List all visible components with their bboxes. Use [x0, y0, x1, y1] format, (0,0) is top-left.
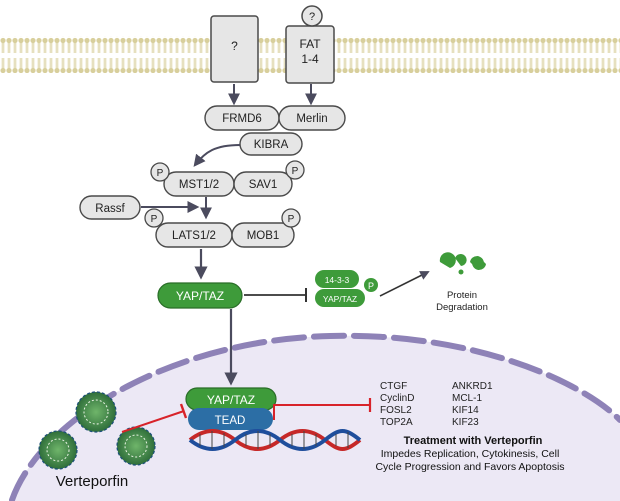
- verteporfin-molecule-1: [75, 391, 117, 433]
- degradation-label-line1: Protein: [447, 290, 477, 301]
- svg-text:MST1/2: MST1/2: [179, 179, 219, 191]
- unknown-receptor-label: ?: [231, 39, 238, 53]
- complex-yaptaz: YAP/TAZ: [315, 289, 365, 307]
- node-mst: MST1/2: [163, 171, 235, 197]
- phospho-complex: P: [364, 278, 378, 292]
- verteporfin-label: Verteporfin: [56, 473, 129, 490]
- svg-text:YAP/TAZ: YAP/TAZ: [323, 294, 357, 304]
- complex-1433: 14-3-3: [315, 270, 359, 288]
- node-rassf: Rassf: [79, 195, 141, 220]
- node-yaptaz: YAP/TAZ: [157, 282, 243, 309]
- node-kibra: KIBRA: [239, 132, 303, 156]
- fat-ligand: [301, 5, 323, 27]
- treatment-line1: Impedes Replication, Cytokinesis, Cell: [381, 448, 560, 460]
- target-genes-right: ANKRD1 MCL-1 KIF14 KIF23: [452, 381, 493, 428]
- fat-label-line2: 1-4: [301, 52, 319, 66]
- gene-right-4: KIF23: [452, 417, 479, 428]
- arrow-degradation: [379, 271, 430, 297]
- verteporfin-molecule-2: [38, 430, 78, 470]
- phospho-lats: P: [144, 208, 164, 228]
- svg-text:LATS1/2: LATS1/2: [172, 230, 216, 242]
- svg-text:P: P: [288, 214, 295, 225]
- node-lats: LATS1/2: [155, 222, 233, 248]
- gene-left-2: CyclinD: [380, 393, 414, 404]
- svg-text:TEAD: TEAD: [215, 415, 246, 427]
- svg-text:Rassf: Rassf: [95, 203, 125, 215]
- degradation-icon: [439, 252, 486, 275]
- phospho-mst: P: [150, 162, 170, 182]
- node-sav1: SAV1: [233, 171, 293, 197]
- svg-text:P: P: [151, 214, 158, 225]
- verteporfin-inhibit-bar: [179, 403, 188, 419]
- target-genes-left: CTGF CyclinD FOSL2 TOP2A: [380, 381, 414, 428]
- svg-text:Merlin: Merlin: [296, 113, 327, 125]
- node-nuclear-yaptaz: YAP/TAZ: [185, 387, 277, 411]
- arrow-kibra-mst: [193, 144, 241, 167]
- treatment-title: Treatment with Verteporfin: [404, 435, 543, 447]
- dna-helix: [188, 429, 362, 451]
- gene-right-1: ANKRD1: [452, 381, 493, 392]
- phospho-mob1: P: [281, 208, 301, 228]
- svg-text:14-3-3: 14-3-3: [325, 275, 350, 285]
- verteporfin-molecule-3: [116, 426, 156, 466]
- svg-text:YAP/TAZ: YAP/TAZ: [176, 289, 224, 303]
- inhibit-line-targets: [273, 404, 370, 420]
- node-tead: TEAD: [188, 408, 273, 430]
- svg-text:P: P: [368, 281, 374, 291]
- svg-text:P: P: [157, 168, 164, 179]
- nucleus: [9, 332, 620, 501]
- svg-text:FRMD6: FRMD6: [222, 113, 262, 125]
- node-frmd6: FRMD6: [204, 105, 280, 131]
- degradation-label-line2: Degradation: [436, 302, 488, 313]
- verteporfin-molecules: [38, 391, 156, 470]
- gene-right-2: MCL-1: [452, 393, 482, 404]
- fat-receptor: FAT 1-4 ?: [285, 5, 335, 84]
- svg-text:KIBRA: KIBRA: [254, 139, 289, 151]
- gene-left-1: CTGF: [380, 381, 407, 392]
- node-merlin: Merlin: [278, 105, 346, 131]
- verteporfin-inhibit-line: [121, 410, 185, 433]
- svg-text:P: P: [292, 166, 299, 177]
- treatment-line2: Cycle Progression and Favors Apoptosis: [375, 461, 564, 473]
- gene-left-4: TOP2A: [380, 417, 413, 428]
- fat-ligand-label: ?: [309, 11, 315, 23]
- svg-text:SAV1: SAV1: [249, 179, 278, 191]
- gene-left-3: FOSL2: [380, 405, 412, 416]
- gene-right-3: KIF14: [452, 405, 479, 416]
- fat-label-line1: FAT: [299, 37, 321, 51]
- phospho-sav1: P: [285, 160, 305, 180]
- unknown-receptor: ?: [210, 15, 259, 83]
- node-mob1: MOB1: [231, 222, 295, 248]
- svg-text:MOB1: MOB1: [247, 230, 280, 242]
- svg-text:YAP/TAZ: YAP/TAZ: [207, 393, 255, 407]
